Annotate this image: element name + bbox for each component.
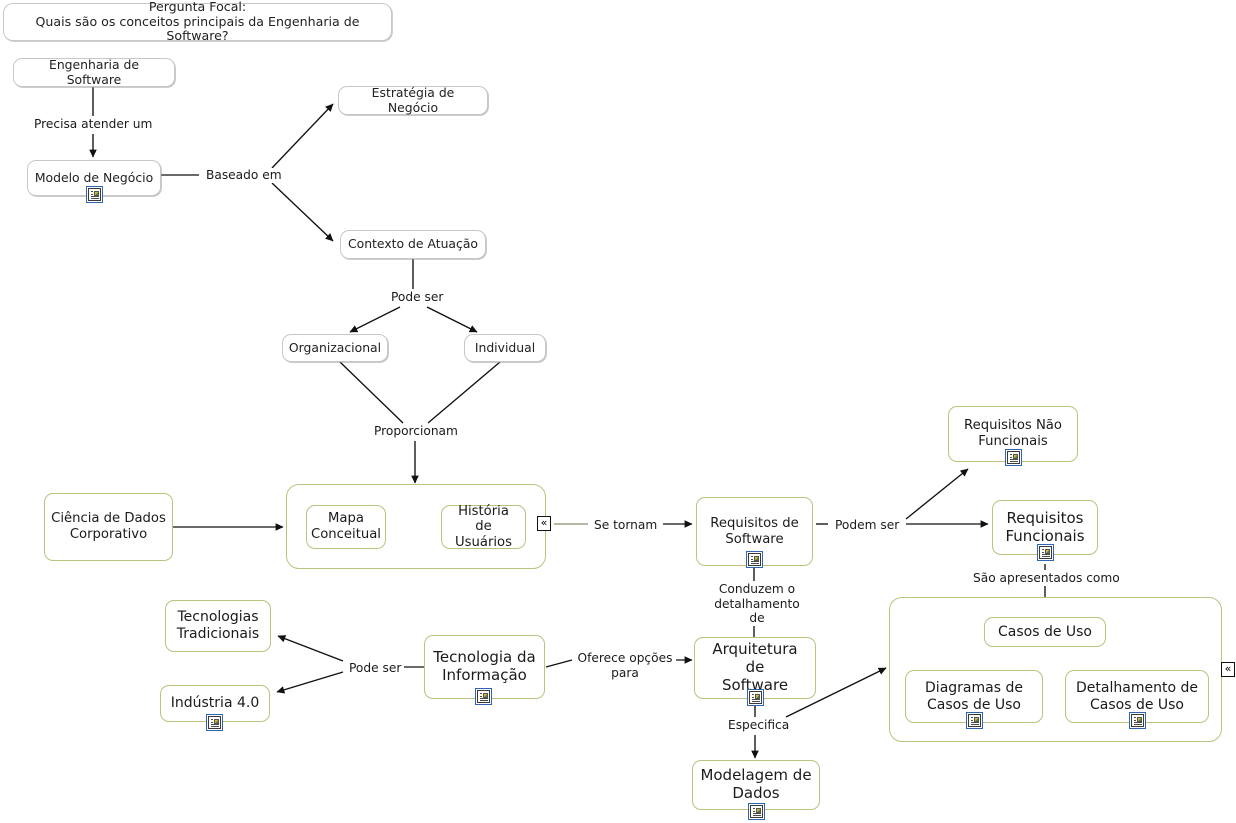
node-casos-de-uso[interactable]: Casos de Uso [984, 617, 1106, 647]
node-label: Tecnologias Tradicionais [176, 609, 260, 642]
node-label: Arquitetura de Software [712, 640, 798, 694]
focal-question-box: Pergunta Focal: Quais são os conceitos p… [3, 0, 392, 43]
link-label-pode-ser-contexto[interactable]: Pode ser [388, 290, 447, 305]
edge-podeser-to-organizacional [349, 306, 401, 333]
edge-podeser-to-individual [426, 306, 478, 333]
node-label: Engenharia de Software [48, 56, 140, 87]
link-label-precisa-atender-um[interactable]: Precisa atender um [31, 117, 156, 132]
collapse-handle-group-casos-de-uso[interactable]: « [1221, 662, 1235, 677]
document-icon-detalhamento-de-casos-de-uso[interactable] [1129, 712, 1146, 729]
node-label: Requisitos de Software [710, 515, 799, 547]
node-individual[interactable]: Individual [464, 334, 546, 362]
node-modelagem-de-dados[interactable]: Modelagem de Dados [692, 760, 820, 810]
node-tecnologias-tradicionais[interactable]: Tecnologias Tradicionais [165, 600, 271, 652]
edge-podeser-to-tectrad [277, 635, 344, 662]
node-mapa-conceitual[interactable]: Mapa Conceitual [306, 505, 386, 549]
edge-podemser-to-reqnaofunc [905, 468, 969, 520]
node-label: Diagramas de Casos de Uso [925, 679, 1023, 713]
link-label-conduzem-o-detalhamento-de[interactable]: Conduzem o detalhamento de [703, 582, 811, 626]
node-requisitos-funcionais[interactable]: Requisitos Funcionais [992, 500, 1098, 555]
node-contexto-de-atuacao[interactable]: Contexto de Atuação [340, 230, 486, 259]
node-label: Individual [474, 339, 536, 355]
node-label: História de Usuários [455, 503, 512, 550]
node-label: Estratégia de Negócio [371, 84, 455, 115]
node-label: Mapa Conceitual [311, 511, 381, 542]
node-label: Modelo de Negócio [34, 169, 154, 185]
document-icon-arquitetura-de-software[interactable] [747, 689, 764, 706]
link-label-pode-ser-tecnologia[interactable]: Pode ser [346, 661, 405, 676]
node-label: Requisitos Não Funcionais [964, 418, 1062, 449]
node-ciencia-de-dados-corporativo[interactable]: Ciência de Dados Corporativo [44, 493, 173, 561]
document-icon-industria-4-0[interactable] [206, 714, 223, 731]
node-label: Ciência de Dados Corporativo [51, 511, 166, 542]
node-label: Indústria 4.0 [170, 695, 260, 712]
node-requisitos-de-software[interactable]: Requisitos de Software [696, 497, 813, 566]
node-label: Modelagem de Dados [700, 766, 812, 802]
collapse-handle-group-mapa-historia[interactable]: « [537, 516, 551, 531]
edge-tecinfo-to-oferece [545, 659, 573, 668]
node-label: Detalhamento de Casos de Uso [1076, 679, 1198, 713]
document-icon-requisitos-nao-funcionais[interactable] [1005, 449, 1022, 466]
edge-organizacional-to-prop [339, 361, 404, 424]
link-label-podem-ser[interactable]: Podem ser [832, 518, 903, 533]
link-label-especifica[interactable]: Especifica [725, 718, 793, 733]
link-label-proporcionam[interactable]: Proporcionam [371, 424, 461, 439]
edge-baseado-to-estrategia [271, 103, 334, 169]
focal-question-line2: Quais são os conceitos principais da Eng… [35, 13, 360, 44]
link-label-se-tornam[interactable]: Se tornam [591, 518, 661, 533]
node-engenharia-de-software[interactable]: Engenharia de Software [13, 56, 175, 87]
document-icon-diagramas-de-casos-de-uso[interactable] [966, 712, 983, 729]
node-label: Requisitos Funcionais [1005, 508, 1085, 545]
link-label-baseado-em[interactable]: Baseado em [203, 168, 285, 183]
edge-baseado-to-contexto [271, 182, 334, 242]
document-icon-modelagem-de-dados[interactable] [748, 803, 765, 820]
node-label: Casos de Uso [997, 623, 1092, 640]
node-detalhamento-de-casos-de-uso[interactable]: Detalhamento de Casos de Uso [1065, 670, 1209, 723]
link-label-oferece-opcoes-para[interactable]: Oferece opções para [574, 651, 676, 681]
node-estrategia-de-negocio[interactable]: Estratégia de Negócio [338, 84, 488, 115]
node-label: Organizacional [288, 339, 382, 355]
focal-question-line1: Pergunta Focal: [148, 0, 247, 14]
node-organizacional[interactable]: Organizacional [282, 334, 388, 362]
node-label: Tecnologia da Informação [433, 648, 536, 684]
edge-individual-to-prop [427, 361, 501, 424]
node-historia-de-usuarios[interactable]: História de Usuários [441, 503, 526, 550]
document-icon-requisitos-de-software[interactable] [746, 551, 763, 568]
node-label: Contexto de Atuação [347, 236, 479, 252]
edge-podeser-to-industria [276, 671, 344, 694]
document-icon-requisitos-funcionais[interactable] [1037, 544, 1054, 561]
document-icon-modelo-de-negocio[interactable] [86, 186, 103, 203]
document-icon-tecnologia-da-informacao[interactable] [475, 688, 492, 705]
link-label-sao-apresentados-como[interactable]: São apresentados como [970, 571, 1123, 586]
